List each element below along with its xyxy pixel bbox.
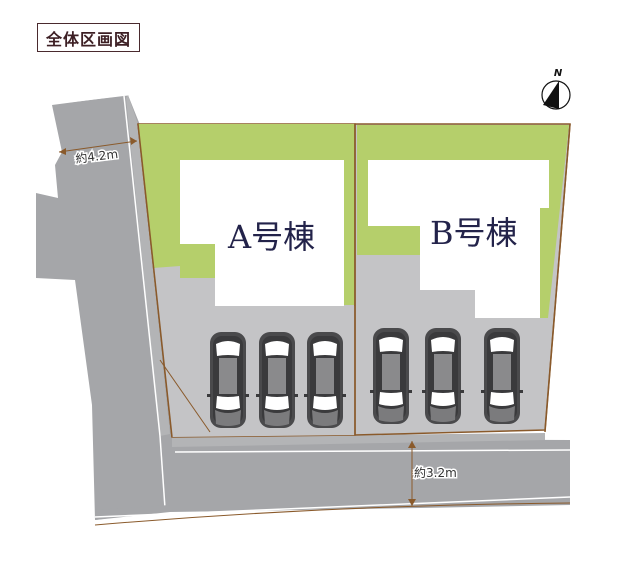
lot-a — [137, 123, 356, 438]
building-a-label: A号棟 — [227, 218, 315, 256]
car-icon — [256, 332, 298, 428]
car-icon — [304, 332, 346, 428]
west-road-width-label: 約4.2m — [75, 146, 119, 166]
car-icon — [370, 328, 412, 424]
west-road-dimension: 約4.2m — [58, 137, 138, 167]
parking-lot-a — [207, 332, 346, 428]
car-icon — [207, 332, 249, 428]
car-icon — [481, 328, 523, 424]
car-icon — [422, 328, 464, 424]
building-b-label: B号棟 — [430, 214, 518, 252]
west-road — [36, 94, 172, 520]
page-title: 全体区画図 — [37, 23, 140, 52]
svg-text:N: N — [554, 68, 563, 79]
parking-lot-b — [370, 328, 523, 424]
south-road-dimension: 約3.2m — [408, 441, 458, 506]
north-arrow-icon: N — [541, 68, 571, 110]
building-b-footprint — [368, 160, 549, 318]
south-road-width-label: 約3.2m — [414, 465, 457, 480]
